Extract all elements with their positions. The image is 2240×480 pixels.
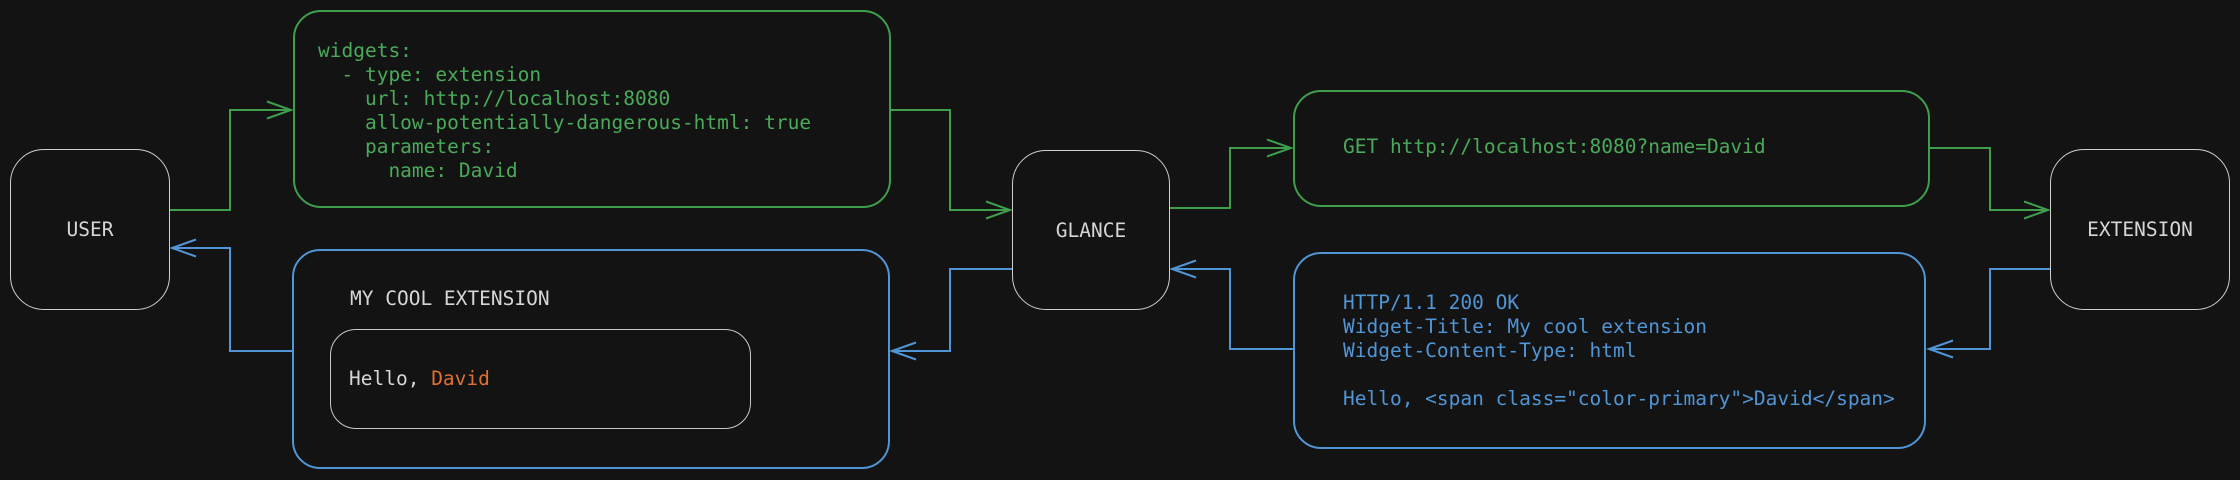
config-yaml-box: widgets: - type: extension url: http://l… (293, 10, 891, 208)
arrowhead-request-to-extension (2023, 200, 2051, 220)
arrowhead-extension-to-response (1926, 339, 1954, 359)
rendered-widget-box: MY COOL EXTENSION Hello, David (292, 249, 890, 469)
connector-config-to-glance (891, 109, 1008, 211)
widget-title: MY COOL EXTENSION (350, 287, 550, 310)
greeting-name: David (431, 367, 490, 390)
config-yaml-code: widgets: - type: extension url: http://l… (318, 39, 812, 182)
arrowhead-config-to-glance (985, 200, 1013, 220)
extension-node: EXTENSION (2050, 149, 2230, 310)
http-request-code: GET http://localhost:8080?name=David (1343, 135, 1766, 158)
connector-extension-to-response (1931, 268, 2050, 350)
arrowhead-glance-to-request (1266, 138, 1294, 158)
arrowhead-response-to-glance (1169, 259, 1197, 279)
glance-node-label: GLANCE (1055, 218, 1127, 242)
greeting-prefix: Hello, (349, 367, 432, 390)
glance-node: GLANCE (1012, 150, 1170, 310)
connector-glance-to-request (1170, 147, 1289, 209)
connector-widget-to-user (174, 247, 292, 352)
arrowhead-widget-to-user (169, 238, 197, 258)
connector-glance-to-widget (894, 268, 1012, 352)
connector-response-to-glance (1174, 268, 1293, 350)
request-flow-green (170, 100, 2051, 220)
extension-node-label: EXTENSION (2087, 218, 2193, 241)
connector-request-to-extension (1930, 147, 2046, 211)
http-response-box: HTTP/1.1 200 OK Widget-Title: My cool ex… (1293, 252, 1926, 449)
response-flow-blue (169, 238, 2050, 361)
connector-user-to-config (170, 109, 289, 211)
arrowhead-glance-to-widget (889, 341, 917, 361)
arrowhead-user-to-config (266, 100, 294, 120)
user-node-label: USER (66, 218, 114, 241)
user-node: USER (10, 149, 170, 310)
http-response-code: HTTP/1.1 200 OK Widget-Title: My cool ex… (1343, 291, 1895, 410)
http-request-box: GET http://localhost:8080?name=David (1293, 90, 1930, 207)
widget-content-box: Hello, David (330, 329, 751, 429)
